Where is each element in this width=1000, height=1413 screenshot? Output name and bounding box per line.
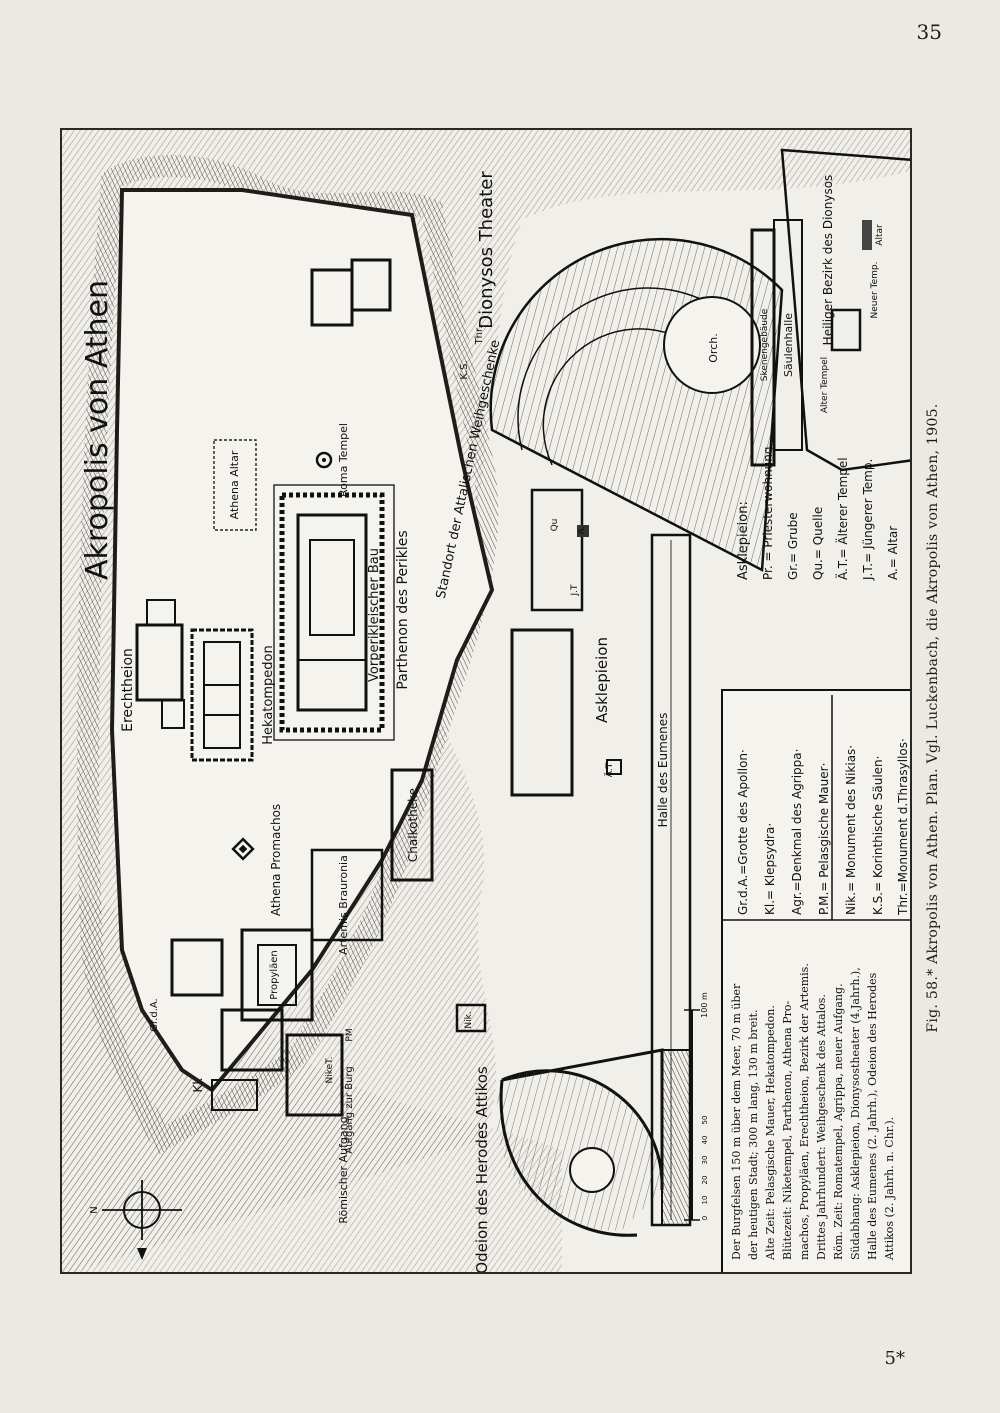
label-neuer-temp: Neuer Temp.: [870, 262, 880, 319]
nikias-monument-plan: [455, 1003, 487, 1033]
label-north: N: [89, 1206, 100, 1213]
label-scale-unit: 100 m: [700, 992, 709, 1018]
stoa-eumenes-plan: [650, 533, 692, 1227]
legend-right-item: Pr. = Priesterwohnung: [761, 447, 775, 581]
label-abbr-at: Ä.T: [604, 762, 615, 777]
erechtheion-plan: [135, 599, 185, 729]
artemis-brauronia-plan: [310, 848, 384, 942]
legend-left-item: Agr.=Denkmal des Agrippa·: [790, 749, 804, 915]
label-athena-altar: Athena Altar: [228, 450, 241, 519]
label-abbr-jt: J.T: [570, 584, 580, 597]
map-title: Akropolis von Athen: [80, 280, 115, 580]
label-asklepieion: Asklepieion: [593, 637, 611, 723]
legend-right-item: J.T.= Jüngerer Temp.: [861, 459, 875, 581]
scale-bar: [684, 1009, 700, 1221]
figure-caption: Fig. 58.* Akropolis von Athen. Plan. Vgl…: [925, 403, 941, 1033]
description-line: Südabhang: Asklepieion, Dionysostheater …: [849, 967, 862, 1260]
propylaea-plan: [170, 928, 344, 1117]
description-line: der heutigen Stadt; 300 m lang, 130 m br…: [747, 1009, 760, 1260]
label-klepsydra: Kl.: [191, 1077, 205, 1092]
label-skenengebaeude: Skenengebäude: [760, 308, 770, 381]
scale-tick: 50: [701, 1116, 709, 1125]
scale-bar-ticks: 0 10 20 30 40 50: [701, 1116, 709, 1221]
label-abbr-qu: Qu: [550, 519, 560, 532]
label-altar: Altar: [875, 224, 885, 246]
label-thr: Thr.: [474, 326, 485, 346]
legend-right-item: A.= Altar: [886, 526, 900, 580]
label-roma-tempel: Roma Tempel: [337, 423, 350, 497]
description-line: Blütezeit: Niketempel, Parthenon, Athena…: [781, 1000, 794, 1260]
roma-tempel-plan: [315, 451, 333, 469]
description-line: Röm. Zeit: Romatempel, Agrippa, neuer Au…: [832, 983, 845, 1260]
label-ks: K.S.: [459, 360, 470, 379]
scale-tick: 10: [701, 1196, 709, 1205]
legend-right-item: Ä.T.= Älterer Tempel: [835, 457, 850, 580]
ne-buildings: [310, 258, 392, 327]
scale-tick: 0: [701, 1216, 709, 1220]
label-pm: PM: [345, 1028, 355, 1041]
parthenon-plan: [273, 484, 395, 741]
chalkotheke-plan: [390, 768, 434, 882]
compass-rose: [102, 1180, 182, 1260]
label-nike-tempel: NikeT.: [325, 1057, 335, 1084]
legend-left-item: K.S.= Korinthische Säulen·: [871, 756, 885, 915]
label-nike: Nik.: [464, 1011, 474, 1028]
label-grotte: Gr.d.A.: [149, 998, 160, 1032]
acropolis-map: Akropolis von Athen Erechtheion Hekatomp…: [62, 130, 910, 1274]
legend-left-item: P.M.= Pelasgische Mauer·: [817, 763, 831, 915]
label-saeulenhalle: Säulenhalle: [782, 313, 795, 377]
label-hekatompedon: Hekatompedon: [261, 645, 276, 744]
dionysos-precinct-plan: [780, 148, 910, 472]
description-line: machos, Propyläen, Erechtheion, Bezirk d…: [798, 963, 811, 1260]
legend-left-item: Gr.d.A.=Grotte des Apollon·: [736, 749, 750, 915]
label-aufgang-burg: Aufgang zur Burg: [344, 1066, 355, 1153]
description-line: Halle des Eumenes (2. Jahrh.), Odeion de…: [866, 972, 879, 1260]
map-plate: Akropolis von Athen Erechtheion Hekatomp…: [60, 128, 912, 1274]
legend-box: [721, 689, 910, 1272]
label-heiliger-bezirk: Heiliger Bezirk des Dionysos: [821, 175, 835, 346]
label-chalkotheke: Chalkotheke: [406, 788, 420, 862]
legend-left: Gr.d.A.=Grotte des Apollon· Kl.= Klepsyd…: [736, 738, 910, 916]
label-alter-tempel: Alter Tempel: [820, 357, 830, 413]
label-abbr-a: A.: [577, 526, 587, 535]
label-propylaeen: Propyläen: [269, 950, 280, 1000]
label-dionysos-theater: Dionysos Theater: [476, 171, 497, 329]
legend-left-item: Thr.=Monument d.Thrasyllos·: [896, 738, 910, 916]
label-orch: Orch.: [707, 333, 720, 362]
legend-right: Asklepieion: Pr. = Priesterwohnung Gr.= …: [736, 447, 900, 582]
sheet-number: 5*: [884, 1348, 905, 1369]
scale-tick: 30: [701, 1156, 709, 1165]
legend-right-item: Gr.= Grube: [786, 512, 800, 580]
label-odeion: Odeion des Herodes Attikos: [473, 1066, 491, 1274]
legend-right-item: Qu.= Quelle: [811, 507, 825, 580]
hekatompedon-plan: [190, 628, 254, 762]
label-erechtheion: Erechtheion: [120, 648, 136, 732]
description-line: Der Burgfelsen 150 m über dem Meer, 70 m…: [730, 983, 743, 1260]
label-artemis-brauronia: Artemis Brauronia: [337, 855, 350, 955]
label-roemischer-aufgang: Römischer Aufgang: [337, 1116, 350, 1223]
odeion-plan: [496, 1048, 664, 1237]
description-line: Drittes Jahrhundert: Weihgeschenk des At…: [815, 994, 828, 1260]
description-block: Der Burgfelsen 150 m über dem Meer, 70 m…: [730, 963, 896, 1261]
scale-tick: 40: [701, 1136, 709, 1145]
scale-tick: 20: [701, 1176, 709, 1185]
description-line: Alte Zeit: Pelasgische Mauer, Hekatomped…: [764, 1005, 777, 1261]
athena-altar-plan: [213, 439, 257, 531]
label-halle-eumenes: Halle des Eumenes: [656, 713, 670, 828]
legend-right-title: Asklepieion:: [736, 501, 751, 580]
description-line: Attikos (2. Jahrh. n. Chr.).: [883, 1117, 896, 1261]
page-number: 35: [916, 20, 942, 44]
legend-left-item: Nik.= Monument des Nikias·: [844, 745, 858, 915]
asklepieion-plan: [510, 488, 622, 797]
label-vorperikleischer-bau: Vorperikleischer Bau: [367, 548, 382, 682]
dionysos-theatre-plan: [489, 219, 803, 572]
label-athena-promachos: Athena Promachos: [269, 804, 283, 916]
legend-left-item: Kl.= Klepsydra·: [763, 823, 777, 915]
arrow-icon: [137, 1248, 147, 1260]
label-parthenon: Parthenon des Perikles: [395, 530, 411, 689]
